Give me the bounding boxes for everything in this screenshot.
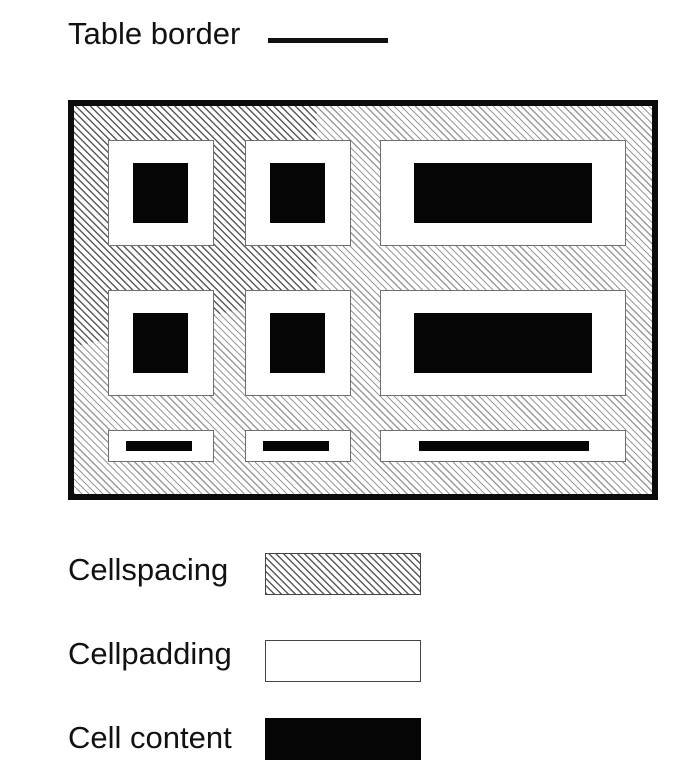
cell-r2-c3-content [414,313,592,373]
cell-r1-c3-padding [380,140,626,246]
cell-r3-c3-content [419,441,589,451]
cell-r3-c1-content [126,441,192,451]
cell-r1-c1-padding [108,140,214,246]
cell-r2-c2-content [270,313,325,373]
cellspacing-label: Cellspacing [68,552,229,587]
cell-r1-c1-content [133,163,188,223]
cell-content-label: Cell content [68,720,232,755]
cell-r1-c3-content [414,163,592,223]
cell-r3-c2-padding [245,430,351,462]
table-border-label: Table border [68,16,241,51]
cell-r2-c2-padding [245,290,351,396]
cell-r1-c2-content [270,163,325,223]
cellspacing-legend-swatch [265,553,421,595]
cell-r2-c1-padding [108,290,214,396]
table-diagram [68,100,658,500]
cellpadding-legend-swatch [265,640,421,682]
cell-r1-c2-padding [245,140,351,246]
cell-content-legend-swatch [265,718,421,760]
cell-r3-c1-padding [108,430,214,462]
cell-r2-c3-padding [380,290,626,396]
cell-r3-c3-padding [380,430,626,462]
cell-r3-c2-content [263,441,329,451]
cell-r2-c1-content [133,313,188,373]
cellpadding-label: Cellpadding [68,636,232,671]
table-border-sample-line [268,38,388,43]
